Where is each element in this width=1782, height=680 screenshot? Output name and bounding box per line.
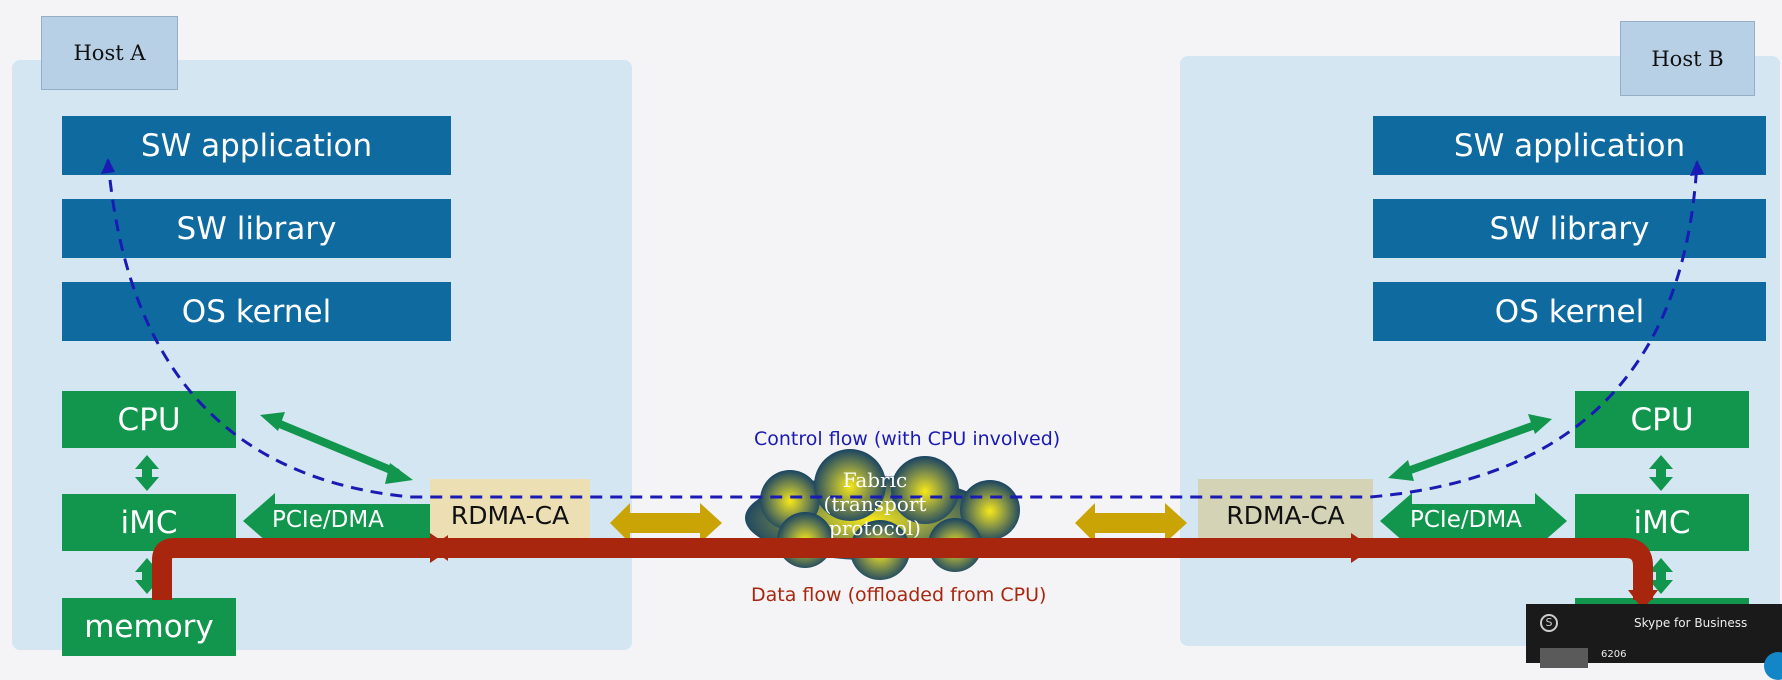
host-b-cpu: CPU	[1575, 391, 1749, 448]
skype-title: Skype for Business	[1634, 616, 1748, 630]
host-a-pcie-label: PCIe/DMA	[272, 507, 384, 533]
host-a-pcie-arrow	[243, 493, 430, 549]
host-b-cpu-rdma-arrow	[1388, 414, 1552, 481]
host-a-sw-library: SW library	[62, 199, 451, 258]
host-b-label: Host B	[1620, 21, 1755, 96]
host-a-cpu-rdma-arrow	[260, 412, 413, 484]
host-b-cpu-imc-arrow	[1649, 455, 1673, 491]
fabric-label-line1: Fabric	[842, 468, 908, 492]
host-a-sw-application: SW application	[62, 116, 451, 175]
host-b-sw-application: SW application	[1373, 116, 1766, 175]
control-flow-label: Control flow (with CPU involved)	[754, 428, 1061, 450]
skype-notification[interactable]: S Skype for Business 6206	[1526, 604, 1782, 680]
control-flow-path	[101, 158, 1704, 499]
fabric-label: Fabric (transport protocol)	[755, 468, 995, 538]
host-a-cpu-imc-arrow	[135, 455, 159, 491]
diagram-overlay	[101, 158, 1704, 610]
skype-status-icon	[1764, 652, 1782, 680]
data-flow-label: Data flow (offloaded from CPU)	[751, 584, 1047, 606]
fabric-label-line2: (transport	[823, 492, 927, 516]
fabric-link-arrow-right	[1075, 503, 1187, 543]
host-b-pcie-arrow	[1380, 493, 1567, 549]
fabric-label-line3: protocol)	[829, 516, 921, 538]
host-b-pcie-label: PCIe/DMA	[1410, 507, 1522, 533]
skype-number: 6206	[1601, 649, 1627, 660]
host-a-cpu: CPU	[62, 391, 236, 448]
skype-icon: S	[1540, 614, 1558, 632]
host-a-os-kernel: OS kernel	[62, 282, 451, 341]
host-a-label: Host A	[41, 16, 178, 90]
host-b-imc: iMC	[1575, 494, 1749, 551]
fabric-link-arrow-left	[610, 503, 722, 543]
host-b-os-kernel: OS kernel	[1373, 282, 1766, 341]
host-b-imc-memory-arrow	[1649, 558, 1673, 594]
host-a-memory: memory	[62, 598, 236, 656]
avatar	[1540, 648, 1588, 668]
data-flow-path	[152, 533, 1658, 610]
host-b-sw-library: SW library	[1373, 199, 1766, 258]
